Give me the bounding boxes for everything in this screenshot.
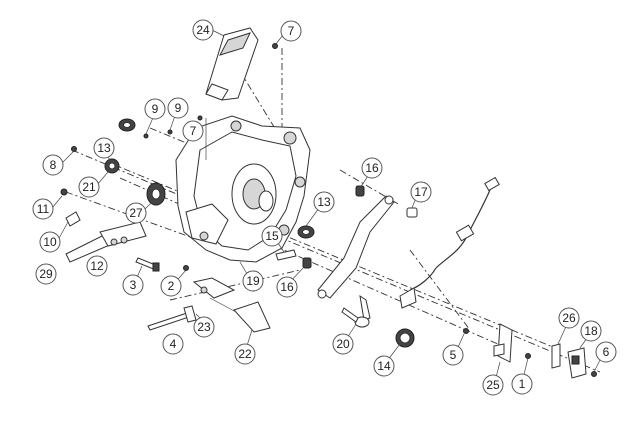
part-17-knob (406, 207, 418, 218)
callout-3-label: 3 (130, 278, 137, 292)
callout-18-label: 18 (584, 324, 598, 338)
part-14-knob (395, 328, 415, 348)
part-27-gear (146, 182, 166, 206)
callout-13-left-label: 13 (97, 141, 111, 155)
part-22-bracket (209, 297, 271, 333)
callout-21-label: 21 (82, 180, 96, 194)
part-19-bracket (192, 277, 236, 299)
callout-3: 3 (122, 274, 144, 296)
callout-29-label: 29 (39, 267, 53, 281)
part-18-block (567, 347, 587, 379)
callout-9-right: 9 (167, 97, 189, 119)
callout-28-highlight (390, 160, 416, 186)
callout-4-label: 4 (170, 337, 177, 351)
callout-7-mid-label: 7 (190, 124, 197, 138)
part-26-plate (551, 343, 561, 369)
callout-16-upper: 16 (361, 157, 383, 179)
callout-25: 25 (482, 374, 504, 396)
main-housing (175, 115, 311, 263)
callout-22-label: 22 (238, 347, 252, 361)
callout-29: 29 (35, 263, 57, 285)
callout-14: 14 (373, 355, 395, 377)
callout-5: 5 (442, 344, 464, 366)
part-28-lever (317, 195, 395, 299)
callouts: 24 7 9 9 7 8 13 21 11 27 10 12 29 3 2 19… (32, 19, 617, 396)
callout-25-label: 25 (486, 378, 500, 392)
callout-18: 18 (580, 320, 602, 342)
callout-1-label: 1 (519, 377, 526, 391)
callout-9-left-label: 9 (152, 102, 159, 116)
callout-14-label: 14 (377, 359, 391, 373)
callout-19: 19 (242, 270, 264, 292)
callout-16-upper-label: 16 (365, 161, 379, 175)
part-4-bolt (147, 305, 197, 331)
callout-13-right: 13 (313, 191, 335, 213)
callout-20: 20 (332, 333, 354, 355)
callout-28-highlighted: 28 (390, 160, 416, 186)
callout-22: 22 (234, 343, 256, 365)
callout-19-label: 19 (246, 274, 260, 288)
screws (60, 43, 597, 377)
callout-10-label: 10 (43, 235, 57, 249)
callout-6: 6 (595, 341, 617, 363)
callout-17: 17 (410, 181, 432, 203)
callout-2-label: 2 (168, 279, 175, 293)
callout-12: 12 (86, 255, 108, 277)
callout-24-label: 24 (196, 23, 210, 37)
callout-20-label: 20 (336, 337, 350, 351)
callout-11-label: 11 (37, 202, 50, 216)
callout-21: 21 (78, 176, 100, 198)
callout-23: 23 (193, 316, 215, 338)
callout-16-lower-label: 16 (280, 280, 294, 294)
callout-8-label: 8 (50, 158, 57, 172)
cable-harness (399, 176, 500, 309)
callout-11: 11 (32, 198, 54, 220)
callout-10: 10 (39, 231, 61, 253)
callout-26-label: 26 (562, 311, 576, 325)
callout-24: 24 (192, 19, 214, 41)
callout-12-label: 12 (90, 259, 104, 273)
callout-28-label: 28 (396, 166, 410, 181)
callout-13-right-label: 13 (317, 195, 331, 209)
callout-16-lower: 16 (276, 276, 298, 298)
washers (104, 118, 365, 269)
part-20-lever (341, 294, 371, 328)
callout-15-label: 15 (265, 229, 279, 243)
callout-9-right-label: 9 (175, 101, 182, 115)
part-25-bracket (493, 323, 513, 363)
callout-7-mid: 7 (182, 120, 204, 142)
callout-26: 26 (558, 307, 580, 329)
callout-27: 27 (125, 202, 147, 224)
part-15-clip (275, 249, 297, 261)
callout-8: 8 (42, 154, 64, 176)
callout-4: 4 (162, 333, 184, 355)
callout-1: 1 (511, 373, 533, 395)
callout-7-top: 7 (280, 20, 302, 42)
callout-6-label: 6 (603, 345, 610, 359)
callout-13-left: 13 (93, 137, 115, 159)
callout-15: 15 (261, 225, 283, 247)
callout-5-label: 5 (450, 348, 457, 362)
assembly-axes (65, 48, 601, 373)
callout-17-label: 17 (414, 185, 428, 199)
callout-2: 2 (160, 275, 182, 297)
callout-9-left: 9 (144, 98, 166, 120)
callout-27-label: 27 (129, 206, 143, 220)
part-3-bolt (135, 257, 160, 272)
part-24-cover (205, 27, 259, 101)
callout-7-top-label: 7 (288, 24, 295, 38)
part-10-12-linkage (65, 211, 147, 263)
callout-23-label: 23 (197, 320, 211, 334)
